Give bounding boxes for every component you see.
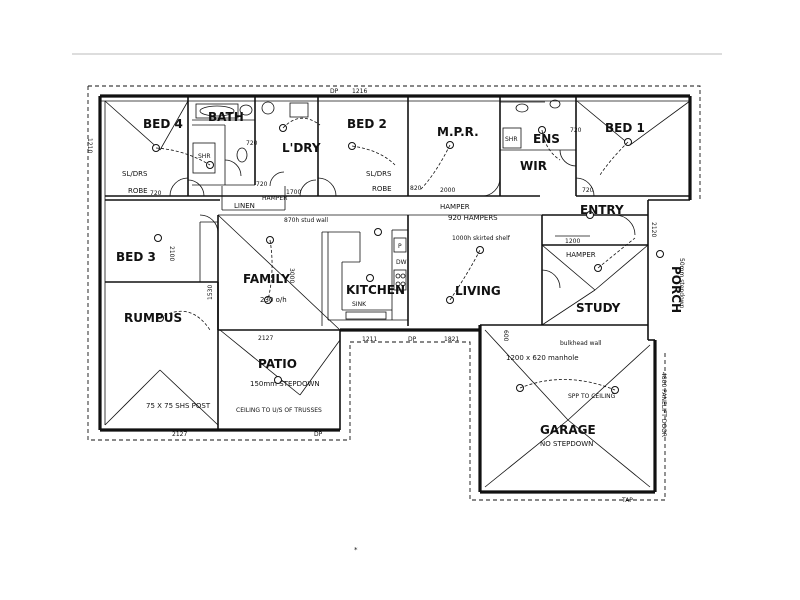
dim-1200: 1200 [565, 238, 580, 245]
label-shs-post: 75 X 75 SHS POST [146, 402, 211, 410]
exterior-walls [98, 94, 692, 494]
room-bed2: BED 2 [347, 117, 387, 131]
dimension-labels: 1216 DP 720 720 720 720 720 820 2000 120… [86, 88, 657, 438]
dim-1821: 1821 [444, 336, 459, 343]
dim-2120: 2120 [650, 222, 657, 237]
dim-1211: 1211 [362, 336, 377, 343]
label-porch-step: 50mm stepdown [678, 258, 685, 309]
room-wir: WIR [520, 159, 547, 173]
label-hamper-mid: HAMPER [440, 203, 470, 211]
room-garage: GARAGE [540, 423, 596, 437]
room-bed4: BED 4 [143, 117, 183, 131]
wiring-lines [155, 117, 636, 391]
label-dw: DW [396, 259, 407, 266]
room-kitchen: KITCHEN [346, 283, 405, 297]
eaves-outline [87, 85, 701, 501]
dim-720e: 720 [582, 187, 594, 194]
roof-hip-lines [104, 100, 691, 488]
plumbing-fixtures [192, 99, 561, 320]
label-hamper-left: HAMPER [262, 195, 287, 202]
label-garage-note: NO STEPDOWN [540, 440, 593, 448]
label-hamper-piers: 920 HAMPERS [448, 214, 498, 222]
label-linen: LINEN [234, 202, 255, 210]
dim-820: 820 [410, 185, 422, 192]
label-robe-mid: ROBE [372, 185, 392, 193]
label-sl-drs-left: SL/DRS [122, 170, 148, 178]
dim-2127a: 2127 [258, 335, 273, 342]
dim-720a: 720 [150, 190, 162, 197]
label-spp: SPP TO CEILING [568, 393, 616, 400]
label-family-area: 230 o/h [260, 296, 287, 304]
door-swings [169, 149, 636, 289]
dim-3000: 3000 [288, 268, 295, 283]
dim-1530: 1530 [207, 285, 214, 300]
label-shr-bath: SHR [198, 153, 211, 160]
dim-2100: 2100 [168, 246, 175, 261]
label-tap: TAP [621, 497, 633, 504]
room-ldry: L'DRY [282, 141, 321, 155]
room-entry: ENTRY [580, 203, 624, 217]
dim-1216: 1216 [352, 88, 367, 95]
room-living: LIVING [455, 284, 501, 298]
room-porch: PORCH [669, 266, 683, 313]
room-ens: ENS [533, 132, 560, 146]
label-shr-ens: SHR [505, 136, 518, 143]
dim-600: 600 [502, 330, 509, 342]
room-study: STUDY [576, 301, 621, 315]
room-bed1: BED 1 [605, 121, 645, 135]
label-robe-left: ROBE [128, 187, 148, 195]
dim-1700: 1700 [286, 189, 301, 196]
room-family: FAMILY [243, 272, 290, 286]
dim-1210: 1210 [86, 138, 93, 153]
label-bulkhead: bulkhead wall [560, 340, 602, 347]
dim-720c: 720 [256, 181, 268, 188]
label-patio-ceiling: CEILING TO U/S OF TRUSSES [236, 407, 322, 414]
dim-720b: 720 [246, 140, 258, 147]
annotations: ROBE SL/DRS ROBE SL/DRS LINEN HAMPER HAM… [122, 136, 685, 504]
label-hamper-right: HAMPER [566, 251, 596, 259]
dim-2127b: 2127 [172, 431, 187, 438]
label-patio-step: 150mm STEPDOWN [250, 380, 320, 388]
room-rumpus: RUMPUS [124, 311, 182, 325]
room-bed3: BED 3 [116, 250, 156, 264]
dim-dp-bot: DP [314, 431, 323, 438]
label-stud-wall: 870h stud wall [284, 217, 328, 224]
room-labels: BED 4 BATH L'DRY BED 2 M.P.R. ENS BED 1 … [116, 110, 683, 437]
label-pantry: P [398, 243, 402, 250]
label-sl-drs-mid: SL/DRS [366, 170, 392, 178]
dim-2000: 2000 [440, 187, 455, 194]
dim-dp-top: DP [330, 88, 339, 95]
stray-mark: * [354, 546, 358, 554]
label-sink: SINK [352, 301, 367, 308]
label-panelift: 4800 PANELIFT DOOR [660, 372, 667, 437]
label-skirted-shelf: 1000h skirted shelf [452, 235, 511, 242]
dim-dp-mid: DP [408, 336, 417, 343]
room-mpr: M.P.R. [437, 125, 479, 139]
room-bath: BATH [208, 110, 244, 124]
room-patio: PATIO [258, 357, 297, 371]
label-manhole: 1200 x 620 manhole [506, 354, 579, 362]
dim-720d: 720 [570, 127, 582, 134]
